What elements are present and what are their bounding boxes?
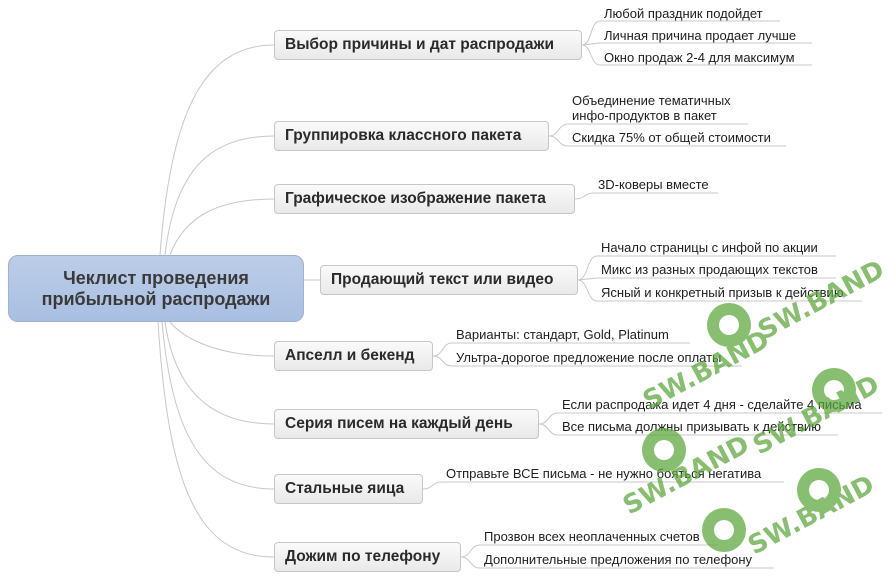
watermark-text: SW.BAND [753,255,889,346]
watermark-text: SW.BAND [618,430,754,521]
leaf-item: Дополнительные предложения по телефону [484,552,753,567]
topic-package-grouping[interactable]: Группировка классного пакета [274,121,549,151]
topic-label: Продающий текст или видео [331,271,554,288]
topic-sales-text[interactable]: Продающий текст или видео [320,265,578,295]
topic-label: Серия писем на каждый день [285,415,513,432]
leaf-item: Все письма должны призывать к действию [562,419,821,434]
leaf-item: Варианты: стандарт, Gold, Platinum [456,327,669,342]
leaf-item: Если распродажа идет 4 дня - сделайте 4 … [562,397,862,412]
watermark-text: SW.BAND [638,325,774,416]
leaf-item: Прозвон всех неоплаченных счетов [484,529,700,544]
topic-label: Группировка классного пакета [285,127,522,144]
leaf-item: Личная причина продает лучше [604,28,797,43]
central-topic[interactable]: Чеклист проведения прибыльной распродажи [8,255,304,322]
topic-upsell-backend[interactable]: Апселл и бекенд [274,341,433,371]
topic-label: Выбор причины и дат распродажи [285,36,555,53]
leaf-item: Объединение тематичных [572,93,731,108]
leaf-item: Любой праздник подойдет [604,6,763,21]
leaf-item: Начало страницы с инфой по акции [601,240,818,255]
topic-email-series[interactable]: Серия писем на каждый день [274,409,539,439]
leaf-item: Окно продаж 2-4 для максимум [604,50,795,65]
topic-steel-nerves[interactable]: Стальные яица [274,474,423,504]
leaf-item: Микс из разных продающих текстов [601,262,818,277]
leaf-item: инфо-продуктов в пакет [572,108,717,123]
central-topic-line-2: прибыльной распродажи [41,288,271,309]
leaf-item: 3D-коверы вместе [598,177,709,192]
topic-sale-reason[interactable]: Выбор причины и дат распродажи [274,30,582,60]
topic-phone-followup[interactable]: Дожим по телефону [274,542,461,572]
topic-label: Апселл и бекенд [285,347,415,364]
watermark-logo-icon [642,303,856,552]
central-topic-line-1: Чеклист проведения [63,267,249,288]
leaf-item: Ультра-дорогое предложение после оплаты [456,350,722,365]
leaf-item: Скидка 75% от общей стоимости [572,130,771,145]
topic-package-graphic[interactable]: Графическое изображение пакета [274,184,575,214]
topic-label: Стальные яица [285,480,405,497]
leaf-item: Ясный и конкретный призыв к действию [601,285,844,300]
watermark: SW.BAND SW.BAND SW.BAND SW.BAND SW.BAND [618,255,889,561]
topic-label: Графическое изображение пакета [285,190,546,207]
leaf-item: Отправьте ВСЕ письма - не нужно бояться … [446,466,762,481]
topic-label: Дожим по телефону [285,548,441,565]
